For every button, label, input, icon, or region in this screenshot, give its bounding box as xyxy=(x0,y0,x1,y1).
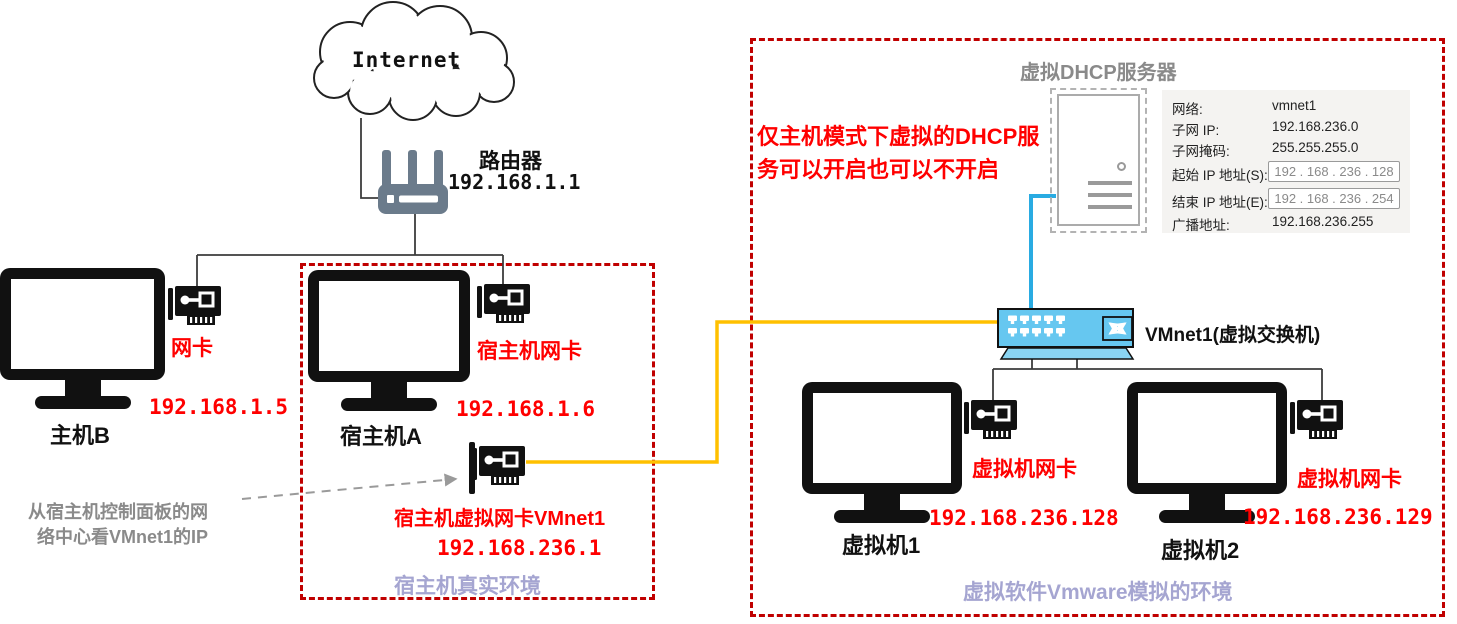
dhcp-row-broadcast-value: 192.168.236.255 xyxy=(1272,214,1374,229)
internet-label: Internet xyxy=(352,48,462,72)
host-env-caption: 宿主机真实环境 xyxy=(394,575,541,598)
dhcp-row-mask-label: 子网掩码: xyxy=(1172,144,1230,159)
vmware-env-caption: 虚拟软件Vmware模拟的环境 xyxy=(963,581,1233,604)
dhcp-row-network-label: 网络: xyxy=(1172,102,1203,117)
vm1-nic-label: 虚拟机网卡 xyxy=(972,458,1077,481)
dhcp-note-line1: 仅主机模式下虚拟的DHCP服 xyxy=(757,124,1040,149)
vm2-name: 虚拟机2 xyxy=(1161,538,1240,563)
dhcp-row-mask-value: 255.255.255.0 xyxy=(1272,140,1359,155)
dhcp-server-dashed-frame xyxy=(1050,88,1147,233)
vm1-ip: 192.168.236.128 xyxy=(929,506,1119,530)
dhcp-start-ip-input[interactable]: 192 . 168 . 236 . 128 xyxy=(1268,161,1400,182)
dhcp-row-end-ip-label: 结束 IP 地址(E): xyxy=(1172,195,1268,210)
host-real-environment-box xyxy=(300,263,655,600)
host-b-monitor xyxy=(0,268,165,409)
host-a-name: 宿主机A xyxy=(340,424,422,449)
vm2-nic-label: 虚拟机网卡 xyxy=(1297,468,1402,491)
internet-cloud-icon xyxy=(313,1,515,121)
host-vnic-ip: 192.168.236.1 xyxy=(437,536,602,560)
vmware-environment-box xyxy=(750,38,1445,617)
yellow-cable-vnic-to-switch xyxy=(526,320,1002,464)
host-a-nic-label: 宿主机网卡 xyxy=(477,340,582,363)
gray-pointer-arrow xyxy=(241,473,458,500)
host-virtual-nic-icon xyxy=(470,444,527,487)
dhcp-server-vent-3 xyxy=(1088,205,1132,209)
switch-crossover-icon xyxy=(1102,316,1133,341)
dhcp-note-text: 仅主机模式下虚拟的DHCP服 务可以开启也可以不开启 xyxy=(757,120,1039,186)
dhcp-row-start-ip-label: 起始 IP 地址(S): xyxy=(1172,168,1268,183)
vm2-monitor xyxy=(1127,382,1287,523)
virtual-switch-icon xyxy=(997,308,1135,360)
vm1-monitor xyxy=(802,382,962,523)
vm1-name: 虚拟机1 xyxy=(842,533,921,558)
dhcp-note-line2: 务可以开启也可以不开启 xyxy=(757,157,1000,182)
lan-cables xyxy=(196,118,1323,404)
vm2-nic-icon xyxy=(1288,398,1345,441)
host-a-monitor xyxy=(308,270,470,411)
dhcp-server-title: 虚拟DHCP服务器 xyxy=(1020,62,1177,84)
gray-note-line2: 络中心看VMnet1的IP xyxy=(37,527,209,547)
dhcp-server-vent-1 xyxy=(1088,181,1132,185)
host-b-ip: 192.168.1.5 xyxy=(149,395,289,419)
router-label: 路由器 xyxy=(479,150,542,173)
router-icon xyxy=(378,150,448,214)
host-vnic-label: 宿主机虚拟网卡VMnet1 xyxy=(394,508,606,530)
dhcp-server-led xyxy=(1117,162,1126,171)
dhcp-row-subnet-value: 192.168.236.0 xyxy=(1272,119,1359,134)
dhcp-row-broadcast-label: 广播地址: xyxy=(1172,218,1230,233)
vm1-nic-icon xyxy=(962,398,1019,441)
dhcp-server-vent-2 xyxy=(1088,193,1132,197)
host-b-nic-label: 网卡 xyxy=(171,337,213,360)
virtual-switch-label: VMnet1(虚拟交换机) xyxy=(1145,325,1321,346)
host-a-ip: 192.168.1.6 xyxy=(456,397,596,421)
blue-cable-dhcp-to-switch xyxy=(1029,194,1056,313)
gray-note-line1: 从宿主机控制面板的网 xyxy=(28,502,208,522)
dhcp-server-icon xyxy=(1057,94,1140,226)
dhcp-end-ip-input[interactable]: 192 . 168 . 236 . 254 xyxy=(1268,188,1400,209)
gray-note: 从宿主机控制面板的网 络中心看VMnet1的IP xyxy=(28,500,208,550)
dhcp-settings-panel: 网络: vmnet1 子网 IP: 192.168.236.0 子网掩码: 25… xyxy=(1162,90,1410,233)
host-b-name: 主机B xyxy=(50,423,110,448)
dhcp-row-network-value: vmnet1 xyxy=(1272,98,1317,113)
dhcp-row-subnet-label: 子网 IP: xyxy=(1172,123,1220,138)
router-ip: 192.168.1.1 xyxy=(448,170,581,194)
vm2-ip: 192.168.236.129 xyxy=(1243,505,1433,529)
host-a-nic-icon xyxy=(475,282,532,325)
host-b-nic-icon xyxy=(166,284,223,327)
